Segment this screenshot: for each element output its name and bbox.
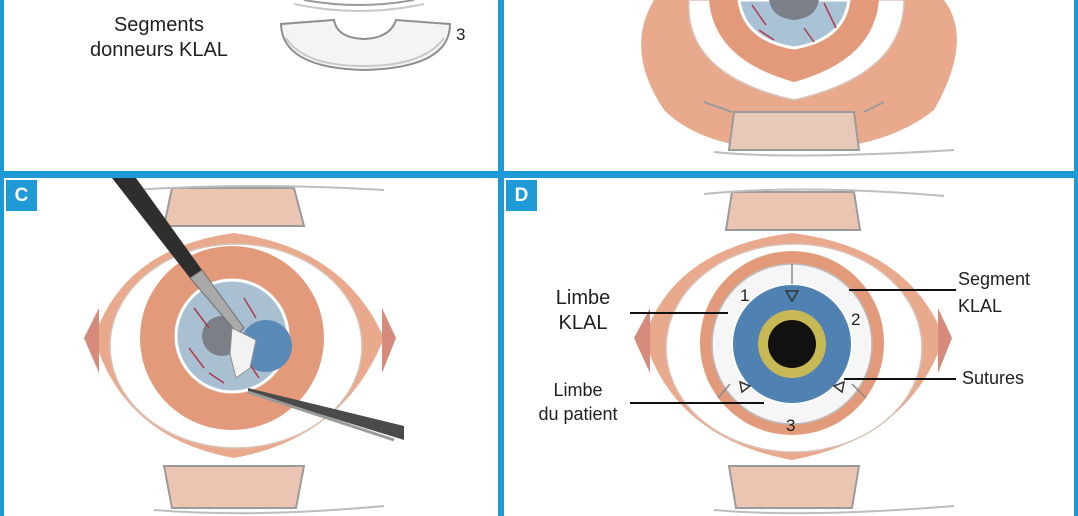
label-limbe-patient: Limbe du patient bbox=[518, 378, 638, 426]
label-limbe-patient-line1: Limbe bbox=[553, 380, 603, 400]
eye-instrument-illustration bbox=[84, 178, 404, 515]
label-limbe-patient-line2: du patient bbox=[538, 404, 618, 424]
forceps bbox=[248, 388, 404, 440]
eye-dissection-illustration bbox=[641, 0, 957, 157]
surgical-instrument bbox=[112, 178, 202, 278]
donor-segments-illustration bbox=[279, 0, 452, 72]
donor-segments-label: Segments donneurs KLAL bbox=[64, 13, 254, 63]
panel-d: D Limbe KLAL Limbe du patient Segment KL… bbox=[504, 178, 1074, 516]
label-segment-klal: Segment KLAL bbox=[958, 266, 1068, 320]
segment-number-1: 1 bbox=[740, 286, 750, 305]
speculum-bottom bbox=[727, 111, 861, 151]
donor-segment-upper bbox=[303, 0, 415, 6]
panel-b bbox=[504, 0, 1074, 171]
label-limbe-klal-line2: KLAL bbox=[558, 312, 608, 334]
donor-segments-label-line2: donneurs KLAL bbox=[90, 39, 228, 61]
eye-klal-illustration bbox=[630, 188, 956, 515]
suture-top bbox=[784, 290, 800, 303]
pupil bbox=[768, 320, 816, 368]
label-limbe-klal-line1: Limbe bbox=[555, 287, 611, 309]
iris bbox=[737, 0, 851, 50]
donor-segments-label-line1: Segments bbox=[113, 14, 205, 36]
segment-number-3: 3 bbox=[786, 416, 796, 435]
label-sutures: Sutures bbox=[962, 368, 1025, 388]
segment-number-3: 3 bbox=[456, 25, 466, 44]
label-limbe-klal: Limbe KLAL bbox=[538, 286, 628, 336]
corneal-flap bbox=[229, 327, 257, 379]
suture-right bbox=[832, 380, 846, 394]
donor-segment-3 bbox=[279, 18, 452, 72]
panel-badge-c: C bbox=[6, 180, 37, 211]
panel-badge-d: D bbox=[506, 180, 537, 211]
panel-c: C bbox=[4, 178, 498, 516]
suture-left bbox=[738, 380, 752, 394]
label-segment-klal-line1: Segment bbox=[958, 269, 1031, 289]
panel-a: Segments donneurs KLAL 3 bbox=[4, 0, 498, 171]
segment-number-2: 2 bbox=[851, 310, 861, 329]
label-segment-klal-line2: KLAL bbox=[958, 296, 1003, 316]
